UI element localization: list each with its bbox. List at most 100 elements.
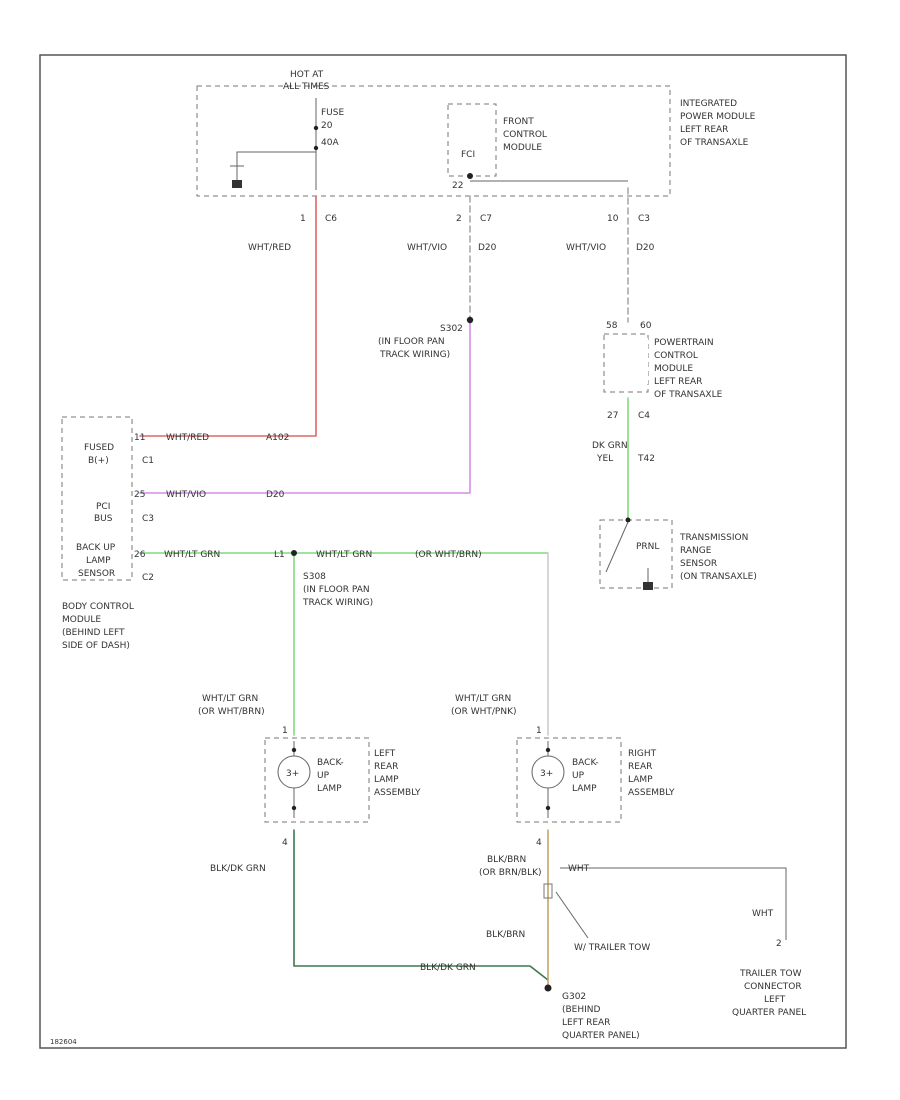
ipm-ground-symbol xyxy=(232,180,242,188)
pcm-conn-c4: C4 xyxy=(638,411,650,421)
label-wht-lt-grn-run: WHT/LT GRN xyxy=(316,550,372,560)
s308-name: S308 xyxy=(303,572,326,582)
right-lamp-node-bottom xyxy=(545,805,551,811)
right-assembly-4: ASSEMBLY xyxy=(628,788,675,798)
g302-name-2: (BEHIND xyxy=(562,1005,601,1015)
right-lamp-text-2: UP xyxy=(572,771,585,781)
bcm-name-line2: MODULE xyxy=(62,615,101,625)
right-assembly-3: LAMP xyxy=(628,775,653,785)
left-lamp-text-1: BACK- xyxy=(317,758,344,768)
fuse-rating: 40A xyxy=(321,138,339,148)
left-lamp-text-3: LAMP xyxy=(317,784,342,794)
left-assembly-4: ASSEMBLY xyxy=(374,788,421,798)
body-control-module: FUSED B(+) 11 C1 PCI BUS 25 C3 BACK UP L… xyxy=(61,416,154,651)
left-lamp-glyph: 3+ xyxy=(286,769,299,779)
ipm-name-line4: OF TRANSAXLE xyxy=(680,138,749,148)
label-wht-trailer: WHT xyxy=(568,864,590,874)
ipm-ground-tap xyxy=(236,151,316,188)
trs-switch-arm xyxy=(605,521,629,573)
pcm-box-mask xyxy=(612,338,648,384)
label-wht-red-top: WHT/RED xyxy=(248,243,291,253)
trailer-connector-4: QUARTER PANEL xyxy=(732,1008,806,1018)
fuse-top-node xyxy=(313,125,319,131)
fcm-chip-label: FCI xyxy=(461,150,475,160)
bcm-c1: C1 xyxy=(142,456,154,466)
fcm-label-line1: FRONT xyxy=(503,117,534,127)
label-wht-vio-right: WHT/VIO xyxy=(566,243,606,253)
label-dk-grn: DK GRN xyxy=(592,441,628,451)
label-right-lamp-wire-1: WHT/LT GRN xyxy=(455,694,511,704)
g302-name-3: LEFT REAR xyxy=(562,1018,610,1028)
label-left-lamp-wire-1: WHT/LT GRN xyxy=(202,694,258,704)
pcm-name-line5: OF TRANSAXLE xyxy=(654,390,723,400)
right-lamp-text-1: BACK- xyxy=(572,758,599,768)
bcm-pci-label-2: BUS xyxy=(94,514,113,524)
right-lamp-glyph: 3+ xyxy=(540,769,553,779)
wire-blk-dk-grn xyxy=(293,829,549,981)
bcm-backup-label-1: BACK UP xyxy=(76,543,116,553)
ipm-name-line3: LEFT REAR xyxy=(680,125,728,135)
left-lamp-text-2: UP xyxy=(317,771,330,781)
label-blk-brn-right-2: (OR BRN/BLK) xyxy=(479,868,542,878)
label-wht-conn: WHT xyxy=(752,909,774,919)
left-lamp-pin-bottom: 4 xyxy=(282,838,288,848)
bcm-name-line3: (BEHIND LEFT xyxy=(62,628,125,638)
fcm-label-line2: CONTROL xyxy=(503,130,547,140)
label-black-grn-left: BLK/DK GRN xyxy=(210,864,266,874)
left-lamp-box xyxy=(264,737,370,823)
left-assembly-1: LEFT xyxy=(374,749,396,759)
fcm-output-node xyxy=(467,173,473,179)
label-wht-red-bcm: WHT/RED xyxy=(166,433,209,443)
fcm-box xyxy=(447,103,497,177)
bcm-pin-backup: 26 xyxy=(134,550,146,560)
label-t42: T42 xyxy=(637,454,655,464)
right-lamp-pin-bottom: 4 xyxy=(536,838,542,848)
right-assembly-2: REAR xyxy=(628,762,652,772)
bcm-name-line4: SIDE OF DASH) xyxy=(62,641,130,651)
splice-s308: S308 (IN FLOOR PAN TRACK WIRING) xyxy=(302,572,373,608)
trs-name-line4: (ON TRANSAXLE) xyxy=(680,572,757,582)
ipm-name-line2: POWER MODULE xyxy=(680,112,756,122)
ipm-hot-at-line2: ALL TIMES xyxy=(283,82,330,92)
ipm-c6-conn: C6 xyxy=(325,214,337,224)
pcm-name-line3: MODULE xyxy=(654,364,693,374)
left-rear-lamp-assembly: 1 3+ BACK- UP LAMP LEFT REAR LAMP ASSEMB… xyxy=(264,726,421,848)
left-lamp-node-bottom xyxy=(291,805,297,811)
splice-s302-dot xyxy=(466,316,474,324)
trs-name-line2: RANGE xyxy=(680,546,712,556)
trs-pivot xyxy=(625,517,631,523)
trs-name-line3: SENSOR xyxy=(680,559,717,569)
bcm-pin-pci: 25 xyxy=(134,490,145,500)
label-left-lamp-wire-2: (OR WHT/BRN) xyxy=(198,707,265,717)
s302-line2: (IN FLOOR PAN xyxy=(378,337,445,347)
trailer-connector-2: CONNECTOR xyxy=(744,982,802,992)
trs-box xyxy=(599,519,673,589)
label-a102: A102 xyxy=(266,433,289,443)
splice-s308-dot xyxy=(291,550,297,556)
wire-trailer-wht xyxy=(560,867,787,940)
left-assembly-2: REAR xyxy=(374,762,398,772)
label-yel: YEL xyxy=(596,454,613,464)
bcm-pci-label-1: PCI xyxy=(96,502,110,512)
pcm-pin-60: 60 xyxy=(640,321,652,331)
right-assembly-1: RIGHT xyxy=(628,749,657,759)
trs-chip: PRNL xyxy=(636,542,659,552)
fcm-pin-22: 22 xyxy=(452,181,463,191)
powertrain-control-module: 58 60 POWERTRAIN CONTROL MODULE LEFT REA… xyxy=(603,321,723,421)
ipm-hot-at-line1: HOT AT xyxy=(290,70,324,80)
ipm-c6-pin: 1 xyxy=(300,214,306,224)
ground-g302-dot xyxy=(544,984,552,992)
pcm-pin-58: 58 xyxy=(606,321,618,331)
s302-line3: TRACK WIRING) xyxy=(379,350,450,360)
ground-g302: G302 (BEHIND LEFT REAR QUARTER PANEL) xyxy=(562,992,640,1041)
trailer-tow-label: W/ TRAILER TOW xyxy=(574,943,650,953)
bcm-name-line1: BODY CONTROL xyxy=(62,602,134,612)
label-blk-brn-right-1: BLK/BRN xyxy=(487,855,526,865)
trs-ground-symbol xyxy=(643,582,653,590)
diagram-id: 182604 xyxy=(50,1038,77,1046)
label-right-lamp-wire-2: (OR WHT/PNK) xyxy=(451,707,516,717)
label-black-grn-bottom: BLK/DK GRN xyxy=(420,963,476,973)
ipm-c7-conn: C7 xyxy=(480,214,492,224)
left-assembly-3: LAMP xyxy=(374,775,399,785)
